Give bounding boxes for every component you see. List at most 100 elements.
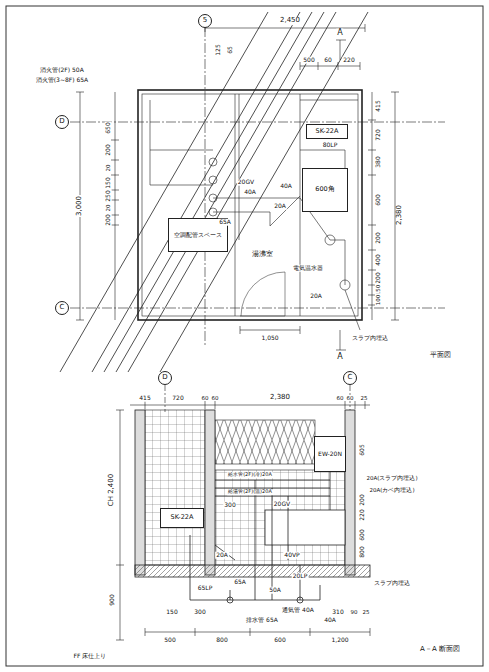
grid-bubble: D (158, 371, 172, 385)
drawing-label: 80LP (322, 142, 339, 149)
node-text: 5 (203, 17, 207, 25)
drawing-label: 消火管(2F) 50A (39, 67, 85, 74)
drawing-label: 25 (362, 609, 371, 615)
drawing-label: 380 (375, 155, 382, 168)
drawing-label: 200 (105, 213, 112, 226)
drawing-label: A (336, 353, 343, 362)
drawing-label: 1,050 (260, 335, 279, 342)
drawing-label: 20GV (237, 179, 255, 186)
drawing-label: 220 (342, 57, 355, 64)
drawing-label: 600 (273, 637, 286, 644)
section-caption: A－A 断面図 (419, 646, 461, 654)
drawing-label: スラブ内埋込 (351, 335, 389, 342)
drawing-label: 2,380 (269, 394, 291, 402)
drawing-label: 600 (359, 528, 366, 541)
drawing-label: 65 (227, 45, 234, 55)
drawing-label: 20 (105, 204, 111, 213)
drawing-label: 250 (105, 189, 112, 202)
drawing-label: スラブ内埋込 (373, 580, 411, 587)
drawing-label: 600 (375, 193, 382, 206)
drawing-label: 20A (273, 203, 287, 210)
node-text: 600角 (315, 186, 334, 193)
drawing-label: 65A (218, 219, 232, 226)
drawing-label: 60 (323, 57, 333, 64)
drawing-label: 40VP (283, 552, 300, 559)
drawing-label: 給湯管(2F)(温)20A (227, 489, 273, 495)
fixture-box: 600角 (302, 168, 348, 212)
drawing-label: 310 (331, 609, 344, 616)
drawing-label: 平面図 (429, 352, 452, 360)
drawing-label: 40A (323, 617, 337, 624)
grid-bubble: C (343, 371, 357, 385)
drawing-label: 60 (201, 395, 210, 401)
drawing-label: 40A (243, 189, 257, 196)
grid-bubble: 5 (198, 14, 212, 28)
node-text: C (348, 374, 353, 382)
drawing-label: 220 (359, 508, 366, 521)
drawing-label: 20 (105, 164, 111, 173)
drawing-label: 415 (375, 99, 382, 112)
drawing-label: 60 (346, 395, 355, 401)
drawing-label: A (336, 29, 343, 38)
node-text: SK-22A (171, 514, 194, 521)
drawing-label: 60 (211, 395, 220, 401)
fixture-box: SK-22A (160, 508, 204, 528)
drawing-label: 300 (193, 609, 206, 616)
drawing-label: 415 (138, 395, 151, 402)
drawing-label: 100 (375, 294, 381, 307)
drawing-label: 150 (165, 609, 178, 616)
drawing-label: 2,450 (279, 17, 301, 25)
drawing-label: CH 2,400 (108, 473, 116, 507)
drawing-label: 800 (359, 545, 366, 558)
drawing-label: 60 (336, 395, 345, 401)
drawing-label: 500 (163, 637, 176, 644)
drawing-label: 720 (375, 128, 382, 141)
node-text: D (59, 118, 64, 126)
drawing-label: 排水管 65A (245, 617, 279, 624)
node-text: SK-22A (316, 128, 339, 135)
drawing-label: 650 (105, 121, 112, 134)
drawing-label: 200 (375, 231, 382, 244)
drawing-label: 150 (105, 176, 112, 189)
drawing-label: 20GV (273, 501, 291, 508)
drawing-label: 500 (302, 57, 315, 64)
drawing-label: 20A(カベ内埋込) (368, 487, 415, 493)
drawing-label: 25 (360, 395, 369, 401)
drawing-label: 200 (375, 271, 382, 284)
node-text: C (60, 304, 65, 312)
drawing-label: 通気管 40A (281, 607, 315, 614)
grid-bubble: C (55, 301, 69, 315)
drawing-label: 20A (215, 552, 229, 559)
drawing-label: 200 (105, 143, 112, 156)
drawing-label: 1,200 (330, 637, 349, 644)
drawing-label: 40A (279, 183, 293, 190)
drawing-label: 90 (350, 609, 359, 615)
fixture-box: EW-20N (314, 436, 346, 472)
drawing-label: 50A (268, 587, 282, 594)
drawing-label: 400 (375, 253, 382, 266)
drawing-label: 給水管(2F)(冷)20A (227, 472, 273, 478)
node-text: EW-20N (318, 451, 342, 458)
drawing-label: 65A (233, 579, 247, 586)
drawing-label: 605 (359, 443, 366, 456)
fixture-box: SK-22A (306, 124, 348, 139)
drawing-label: 300 (223, 502, 236, 509)
drawing-label: FF 床仕上り (73, 653, 108, 660)
drawing-label: 20A (309, 293, 323, 300)
drawing-label: 2,380 (396, 204, 404, 226)
grid-bubble: D (55, 115, 69, 129)
drawing-label: 800 (215, 637, 228, 644)
drawing-label: 湯沸室 (251, 251, 274, 259)
node-text: 空調配管スペース (174, 232, 222, 238)
drawing-label: 200 (359, 493, 366, 506)
drawing-label: 3,000 (76, 195, 84, 217)
drawing-label: 125 (215, 43, 222, 56)
node-text: D (162, 374, 167, 382)
drawing-label: 20LP (292, 573, 309, 580)
drawing-label: 900 (109, 593, 116, 606)
drawing-label: 消火管(3~8F) 65A (35, 77, 89, 84)
drawing-label: 20A(スラブ内埋込) (365, 475, 418, 481)
drawing-label: 65LP (197, 585, 214, 592)
